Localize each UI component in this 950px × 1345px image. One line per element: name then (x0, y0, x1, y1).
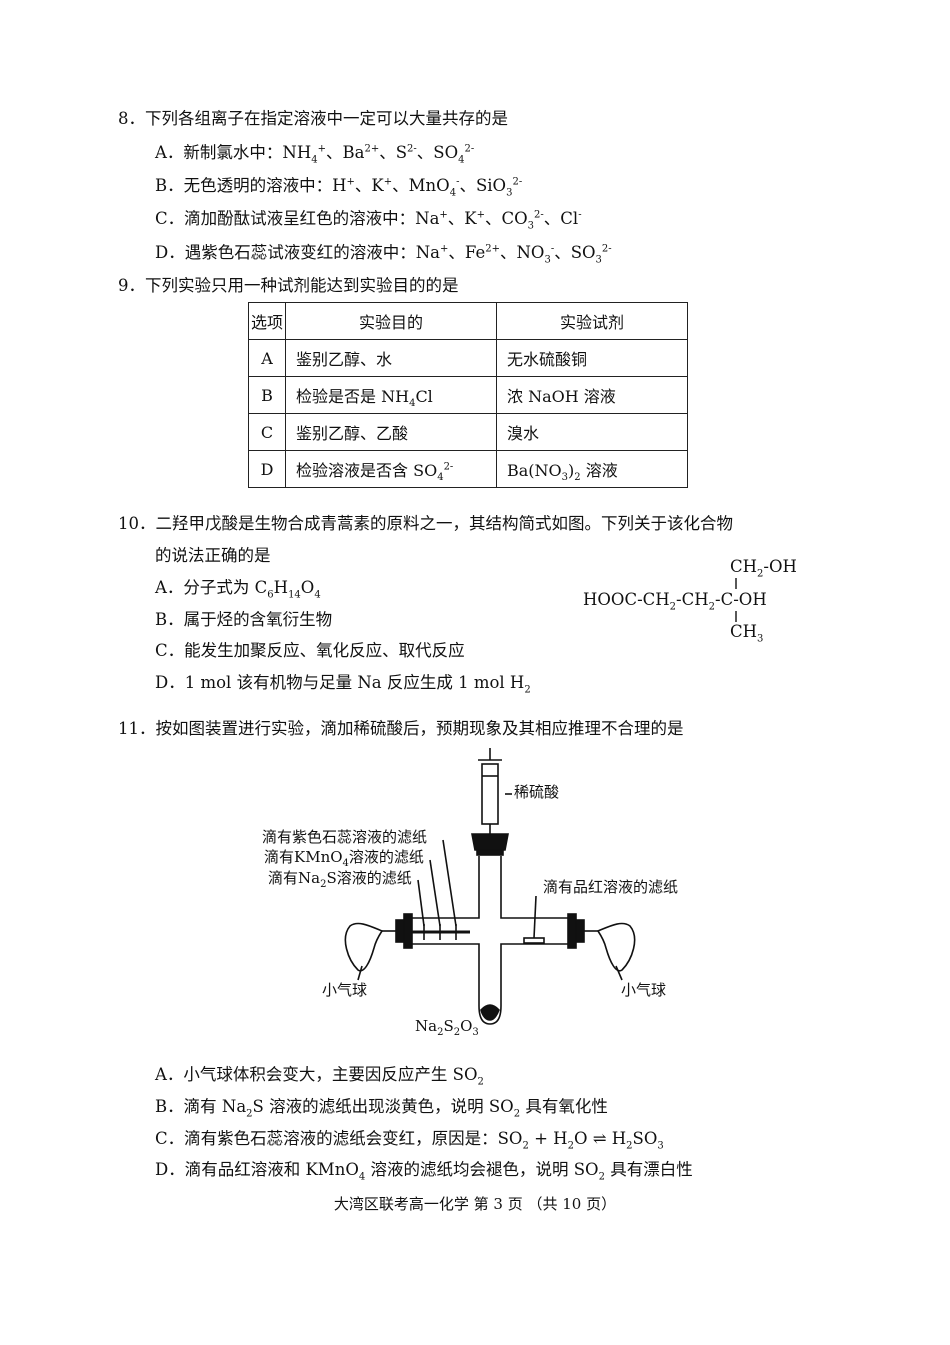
table-header-row: 选项 实验目的 实验试剂 (248, 302, 688, 340)
table-cell-option: D (248, 450, 286, 488)
q9-stem: 9．下列实验只用一种试剂能达到实验目的的是 (118, 276, 459, 295)
formula-bonds (735, 578, 737, 622)
table-row: D 检验溶液是否含 SO42- Ba(NO3)2 溶液 (248, 450, 688, 488)
q11-option-b: B．滴有 Na2S 溶液的滤纸出现淡黄色，说明 SO2 具有氧化性 (155, 1097, 608, 1120)
label-na2s2o3: Na2S2O3 (415, 1017, 479, 1038)
label-fuchsin-paper: 滴有品红溶液的滤纸 (543, 878, 679, 896)
q8-option-c: C．滴加酚酞试液呈红色的溶液中：Na+、K+、CO32-、Cl- (155, 209, 582, 232)
table-cell-goal: 检验是否是 NH4Cl (285, 376, 497, 414)
table-cell-option: B (248, 376, 286, 414)
q11-stem: 11．按如图装置进行实验，滴加稀硫酸后，预期现象及其相应推理不合理的是 (118, 719, 684, 738)
q10-stem-line2: 的说法正确的是 (155, 546, 271, 565)
apparatus-diagram (344, 748, 636, 1025)
q10-option-c: C．能发生加聚反应、氧化反应、取代反应 (155, 641, 465, 660)
table-header-goal: 实验目的 (285, 302, 497, 340)
table-row: A 鉴别乙醇、水 无水硫酸铜 (248, 339, 688, 377)
q8-option-a-prefix: A．新制氯水中： (155, 143, 283, 162)
table-cell-option: A (248, 339, 286, 377)
q10-option-d: D．1 mol 该有机物与足量 Na 反应生成 1 mol H2 (155, 673, 531, 696)
q10-option-a: A．分子式为 C6H14O4 (155, 578, 321, 601)
q11-option-d: D．滴有品红溶液和 KMnO4 溶液的滤纸均会褪色，说明 SO2 具有漂白性 (155, 1160, 693, 1183)
q8-stem: 8．下列各组离子在指定溶液中一定可以大量共存的是 (118, 109, 508, 128)
q8-option-d-prefix: D．遇紫色石蕊试液变红的溶液中： (155, 243, 416, 262)
table-cell-reagent: 无水硫酸铜 (496, 339, 688, 377)
formula-ch2oh: CH2-OH (730, 557, 797, 580)
table-cell-goal: 检验溶液是否含 SO42- (285, 450, 497, 488)
label-litmus-paper: 滴有紫色石蕊溶液的滤纸 (262, 828, 428, 846)
formula-ch3: CH3 (730, 622, 764, 645)
table-cell-option: C (248, 413, 286, 451)
formula-main-chain: HOOC-CH2-CH2-C-OH (583, 590, 767, 613)
label-na2s-paper: 滴有Na2S溶液的滤纸 (268, 869, 412, 890)
label-kmno4-paper: 滴有KMnO4溶液的滤纸 (264, 848, 424, 869)
q10-option-b: B．属于烃的含氧衍生物 (155, 610, 333, 629)
q8-option-b-prefix: B．无色透明的溶液中： (155, 176, 333, 195)
q11-option-c: C．滴有紫色石蕊溶液的滤纸会变红，原因是：SO2 + H2O ⇌ H2SO3 (155, 1129, 664, 1152)
label-dilute-acid: 稀硫酸 (514, 783, 560, 801)
q10-stem-line1: 10．二羟甲戊酸是生物合成青蒿素的原料之一，其结构简式如图。下列关于该化合物 (118, 514, 733, 533)
table-row: C 鉴别乙醇、乙酸 溴水 (248, 413, 688, 451)
table-header-reagent: 实验试剂 (496, 302, 688, 340)
table-header-option: 选项 (248, 302, 286, 340)
table-cell-reagent: 溴水 (496, 413, 688, 451)
table-cell-reagent: 浓 NaOH 溶液 (496, 376, 688, 414)
q8-option-a: A．新制氯水中：NH4+、Ba2+、S2-、SO42- (155, 143, 475, 166)
table-cell-reagent: Ba(NO3)2 溶液 (496, 450, 688, 488)
q8-option-b: B．无色透明的溶液中：H+、K+、MnO4-、SiO32- (155, 176, 523, 199)
label-balloon-right: 小气球 (621, 981, 667, 999)
table-cell-goal: 鉴别乙醇、乙酸 (285, 413, 497, 451)
q8-option-c-prefix: C．滴加酚酞试液呈红色的溶液中： (155, 209, 416, 228)
page-footer: 大湾区联考高一化学 第 3 页 （共 10 页） (333, 1195, 617, 1213)
table-row: B 检验是否是 NH4Cl 浓 NaOH 溶液 (248, 376, 688, 414)
label-balloon-left: 小气球 (322, 981, 368, 999)
q8-option-d: D．遇紫色石蕊试液变红的溶液中：Na+、Fe2+、NO3-、SO32- (155, 243, 612, 266)
table-cell-goal: 鉴别乙醇、水 (285, 339, 497, 377)
q11-option-a: A．小气球体积会变大，主要因反应产生 SO2 (155, 1065, 484, 1088)
q9-table: 选项 实验目的 实验试剂 A 鉴别乙醇、水 无水硫酸铜 B 检验是否是 NH4C… (248, 302, 688, 488)
